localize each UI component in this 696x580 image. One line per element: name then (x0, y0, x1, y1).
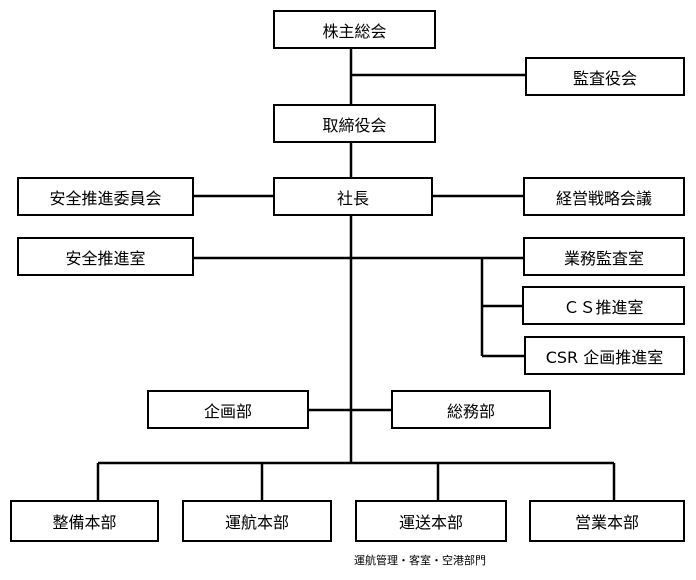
transport-division-note: 運航管理・客室・空港部門 (354, 554, 486, 567)
strategy-council-box: 経営戦略会議 (523, 177, 685, 216)
board-of-directors-box: 取締役会 (273, 104, 436, 143)
planning-dept-box: 企画部 (147, 390, 309, 429)
shareholders-meeting-label: 株主総会 (322, 21, 387, 41)
flight-operations-division-label: 運航本部 (224, 513, 289, 532)
president-box: 社長 (273, 177, 433, 216)
general-affairs-dept-label: 総務部 (446, 401, 495, 421)
csr-office-label: CSR 企画推進室 (545, 347, 664, 367)
planning-dept-label: 企画部 (203, 401, 252, 421)
general-affairs-dept-box: 総務部 (391, 390, 551, 429)
board-of-directors-label: 取締役会 (322, 115, 387, 135)
president-label: 社長 (336, 188, 369, 208)
sales-division-label: 営業本部 (574, 513, 639, 532)
safety-office-box: 安全推進室 (17, 237, 194, 276)
flight-operations-division-box: 運航本部 (182, 500, 332, 542)
audit-board-label: 監査役会 (572, 68, 637, 88)
transport-division-label: 運送本部 (398, 513, 463, 532)
maintenance-division-label: 整備本部 (52, 513, 117, 532)
strategy-council-label: 経営戦略会議 (555, 188, 652, 208)
internal-audit-office-label: 業務監査室 (563, 248, 644, 268)
csr-office-box: CSR 企画推進室 (524, 336, 685, 375)
shareholders-meeting-box: 株主総会 (273, 10, 436, 49)
safety-committee-box: 安全推進委員会 (17, 177, 194, 216)
audit-board-box: 監査役会 (525, 57, 685, 96)
safety-committee-label: 安全推進委員会 (49, 188, 162, 208)
transport-division-box: 運送本部 (355, 500, 507, 542)
cs-office-label: ＣＳ推進室 (563, 297, 644, 317)
cs-office-box: ＣＳ推進室 (522, 286, 685, 325)
maintenance-division-box: 整備本部 (10, 500, 159, 542)
sales-division-box: 営業本部 (529, 500, 685, 542)
safety-office-label: 安全推進室 (65, 248, 146, 268)
internal-audit-office-box: 業務監査室 (523, 237, 685, 276)
